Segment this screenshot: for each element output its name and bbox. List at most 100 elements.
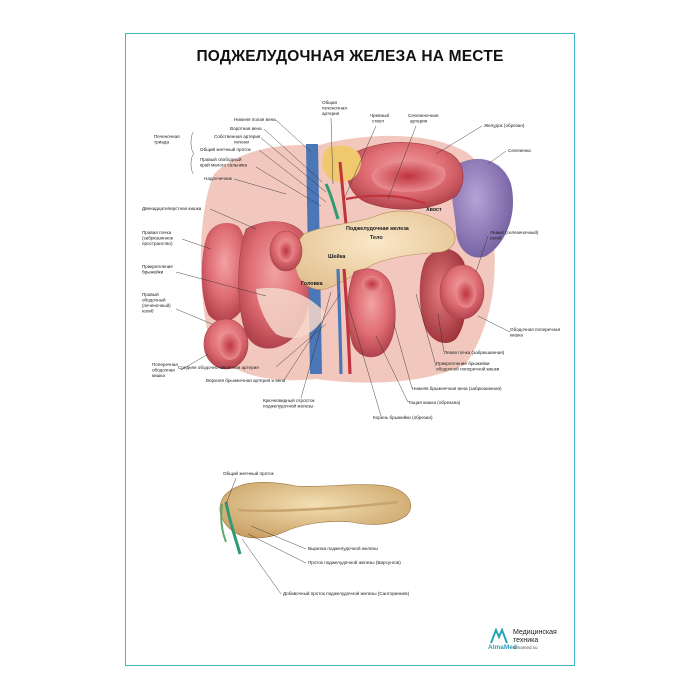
rk-line3: пространство) — [142, 241, 173, 246]
label-head: Головка — [301, 281, 324, 287]
leader-celiac-trunk — [343, 125, 377, 200]
leader-inferior-mesenteric-vein — [393, 323, 413, 389]
leader-portal-vein — [263, 128, 323, 183]
label-body: Тело — [370, 235, 383, 241]
leader-common-bile-duct — [258, 149, 327, 203]
leader-mesentery-attachment — [175, 271, 267, 297]
leader-left-transverse-colon — [477, 315, 511, 333]
leader-hepatic-artery — [260, 137, 327, 193]
label-spleen: Селезенка — [508, 148, 531, 153]
hepatic-triad-line1: Печеночная — [154, 134, 180, 139]
logo-line2: техника — [513, 636, 539, 644]
superior-mesenteric-artery — [342, 268, 352, 375]
rk-line1: Правая почка — [142, 230, 172, 235]
label-ivc: Нижняя полая вена — [234, 117, 276, 122]
leader-common-hepatic-artery — [330, 117, 334, 185]
free-edge-line2: край малого сальника — [200, 162, 248, 168]
hepatic-artery-line1: Собственная артерия — [214, 134, 261, 139]
ma-line2: брыжейки — [142, 269, 164, 275]
label-stomach: Желудок (обрезан) — [484, 123, 525, 128]
ma-line1: Прикрепление — [142, 264, 173, 269]
rf-line1: Правый — [142, 291, 159, 297]
logo-line1: Медицинская — [513, 629, 557, 636]
unc-line2: поджелудочной железы — [263, 403, 313, 409]
label-pancreas: Поджелудочная железа — [346, 226, 410, 232]
label-hepatic-artery: Собственная артерия печени — [214, 134, 262, 145]
label-duodenum: Двенадцатиперстная кишка — [142, 206, 202, 211]
superior-mesenteric-vein — [336, 268, 343, 375]
label-common-hepatic-artery: Общая печеночная артерия — [322, 100, 348, 116]
leader-ivc — [275, 119, 312, 153]
label-inferior-mesenteric-vein: Нижняя брыжеечная вена (забрюшинная) — [412, 386, 502, 391]
label-mesentery-attachment: Прикрепление брыжейки — [142, 264, 174, 275]
inset-illustration: Общий желчный проток Вырезка поджелудочн… — [219, 470, 412, 596]
tm-line2: ободочной поперечной кишки — [436, 366, 500, 372]
leader-transverse-colon — [180, 353, 209, 371]
label-jejunum: Тощая кишка (обрезана) — [408, 400, 461, 405]
transverse-colon-right-lumen — [219, 332, 241, 360]
leader-jejunum — [375, 335, 409, 403]
celiac-trunk — [338, 161, 348, 225]
inset-main-duct — [237, 500, 399, 513]
cha-line1: Общая — [322, 100, 338, 105]
tc-line2: ободочная — [152, 368, 175, 373]
label-common-bile-duct: Общий желчный проток — [200, 146, 252, 152]
label-neck: Шейка — [328, 253, 346, 260]
label-adrenal: Надпочечник — [204, 176, 233, 181]
splenic-artery — [345, 194, 427, 206]
splenic-line1: Селезеночная — [408, 113, 439, 118]
inset-leader-pancreatic-notch — [250, 525, 307, 550]
label-superior-mesenteric: Верхняя брыжеечная артерия и вена — [206, 378, 286, 383]
hepatic-triad-line2: триада — [154, 140, 169, 145]
cha-line3: артерия — [322, 111, 340, 116]
bile-duct-green — [324, 183, 340, 220]
mesentery-sheet — [256, 287, 326, 338]
inset-leader-accessory-duct — [241, 538, 282, 595]
poster-title: ПОДЖЕЛУДОЧНАЯ ЖЕЛЕЗА НА МЕСТЕ — [196, 48, 504, 65]
label-left-kidney: Левая почка (забрюшинная) — [444, 350, 505, 355]
left-flexure-line1: Левый (селезеночный) — [490, 229, 539, 235]
leader-superior-mesenteric — [283, 293, 341, 381]
logo-site: almamed.su — [513, 645, 538, 650]
inset-label-pancreatic-notch: Вырезка поджелудочной железы — [308, 545, 378, 551]
right-kidney — [201, 222, 248, 322]
inset-leader-main-duct — [247, 533, 307, 564]
transverse-colon-left-lumen — [456, 280, 476, 308]
leader-duodenum — [209, 208, 257, 230]
label-celiac-trunk: Чревный ствол — [370, 112, 390, 124]
rf-line2: ободочный — [142, 297, 166, 303]
main-illustration: Поджелудочная железа Хвост Тело Шейка Го… — [200, 135, 514, 383]
label-right-flexure: Правый ободочный (печеночный) изгиб — [142, 291, 172, 314]
tc-line1: Поперечная — [152, 362, 178, 367]
inset-label-accessory-duct: Добавочный проток поджелудочной железы (… — [283, 590, 410, 596]
label-uncinate: Крючковидный отросток поджелудочной желе… — [263, 397, 316, 409]
label-tail: Хвост — [426, 207, 442, 213]
callout-labels: Печеночная триада Нижняя полая вена Воро… — [142, 100, 561, 420]
jejunum-lumen — [362, 276, 382, 292]
label-mesentery-root: Корень брыжейки (обрезан) — [373, 414, 433, 420]
label-right-kidney: Правая почка (забрюшинное пространство) — [142, 230, 175, 246]
label-left-transverse-colon: Ободочная поперечная кишка — [510, 327, 561, 338]
leader-free-edge — [255, 166, 322, 207]
anatomy-illustration: Поджелудочная железа Хвост Тело Шейка Го… — [142, 100, 561, 596]
almamed-logo: AlmaMed Медицинская техника almamed.su — [488, 628, 580, 658]
leader-stomach — [435, 125, 483, 155]
leader-left-kidney — [437, 313, 445, 353]
inset-label-main-duct: Проток поджелудочной железы (Вирсунгов) — [308, 559, 401, 565]
label-splenic-artery: Селезеночная артерия — [408, 113, 440, 124]
inset-duct-branch — [220, 503, 227, 543]
leader-middle-colic-artery — [275, 323, 327, 368]
label-transverse-colon: Поперечная ободочная кишка — [152, 362, 179, 378]
celiac-line2: ствол — [372, 119, 384, 124]
inset-leader-common-bile-duct — [225, 477, 237, 505]
almamed-mark-icon — [490, 628, 508, 644]
leader-adrenal — [233, 178, 287, 195]
hepatic-triad-bracket — [190, 131, 195, 175]
ltc-line1: Ободочная поперечная — [510, 327, 561, 332]
leader-uncinate — [300, 291, 332, 399]
label-transverse-mesocolon: Прикрепление брыжейки ободочной поперечн… — [436, 360, 500, 372]
logo-brand: AlmaMed — [488, 644, 517, 651]
duodenum-lumen — [278, 240, 294, 262]
leader-splenic-artery — [387, 125, 417, 200]
left-flexure-line2: изгиб — [490, 236, 502, 241]
